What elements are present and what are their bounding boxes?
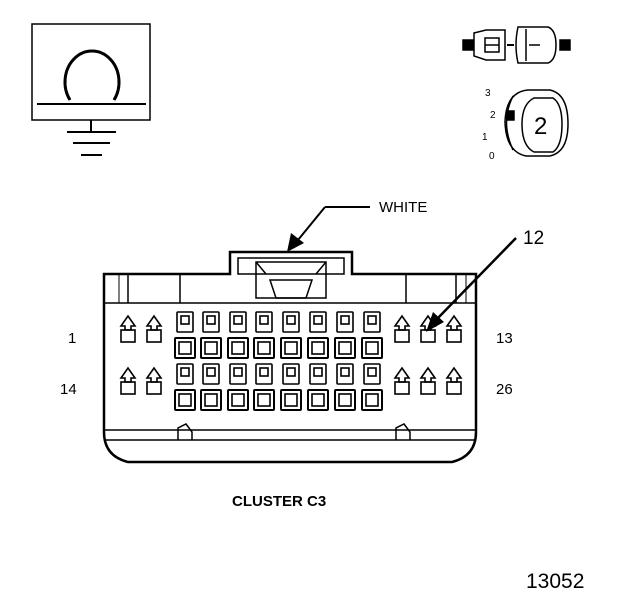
ignition-key-icon (504, 89, 569, 157)
connector-pin-cavities (119, 311, 463, 411)
figure-number: 13052 (526, 570, 585, 593)
housing-color-label: WHITE (379, 199, 428, 216)
pin-cavity-17 (200, 363, 222, 411)
pin-cavity-3 (174, 311, 196, 359)
pin-cavity-2 (145, 314, 163, 343)
pin-cavity-18 (227, 363, 249, 411)
pin-cavity-21 (307, 363, 329, 411)
pin-callout-label: 12 (523, 228, 545, 249)
key-selected-position-label: 2 (534, 113, 548, 140)
pin-cavity-26 (445, 366, 463, 395)
pin-cavity-22 (334, 363, 356, 411)
pin-cavity-15 (145, 366, 163, 395)
pin-cavity-9 (334, 311, 356, 359)
pin-cavity-24 (393, 366, 411, 395)
pin-cavity-7 (280, 311, 302, 359)
white-label-leader-arrow (287, 206, 370, 252)
key-position-1: 1 (482, 132, 488, 143)
pin-cavity-4 (200, 311, 222, 359)
pin-label-13: 13 (496, 330, 513, 347)
pin-cavity-19 (253, 363, 275, 411)
connector-housing (102, 250, 478, 464)
pin-cavity-25 (419, 366, 437, 395)
pin-cavity-5 (227, 311, 249, 359)
pin-cavity-14 (119, 366, 137, 395)
pin-cavity-20 (280, 363, 302, 411)
key-position-3: 3 (485, 88, 491, 99)
pin-label-26: 26 (496, 381, 513, 398)
pin-cavity-16 (174, 363, 196, 411)
connector-side-view-icon (462, 26, 571, 64)
ohm-ground-icon (31, 23, 151, 156)
pin-label-14: 14 (60, 381, 77, 398)
pin-cavity-1 (119, 314, 137, 343)
pin-cavity-8 (307, 311, 329, 359)
pin-12-callout-arrow (426, 237, 517, 332)
pin-cavity-11 (393, 314, 411, 343)
pin-cavity-6 (253, 311, 275, 359)
pin-cavity-23 (361, 363, 383, 411)
connector-name: CLUSTER C3 (232, 493, 327, 510)
pin-cavity-10 (361, 311, 383, 359)
pin-cavity-13 (445, 314, 463, 343)
pin-label-1: 1 (68, 330, 77, 347)
key-position-2: 2 (490, 110, 496, 121)
key-position-0: 0 (489, 151, 495, 162)
